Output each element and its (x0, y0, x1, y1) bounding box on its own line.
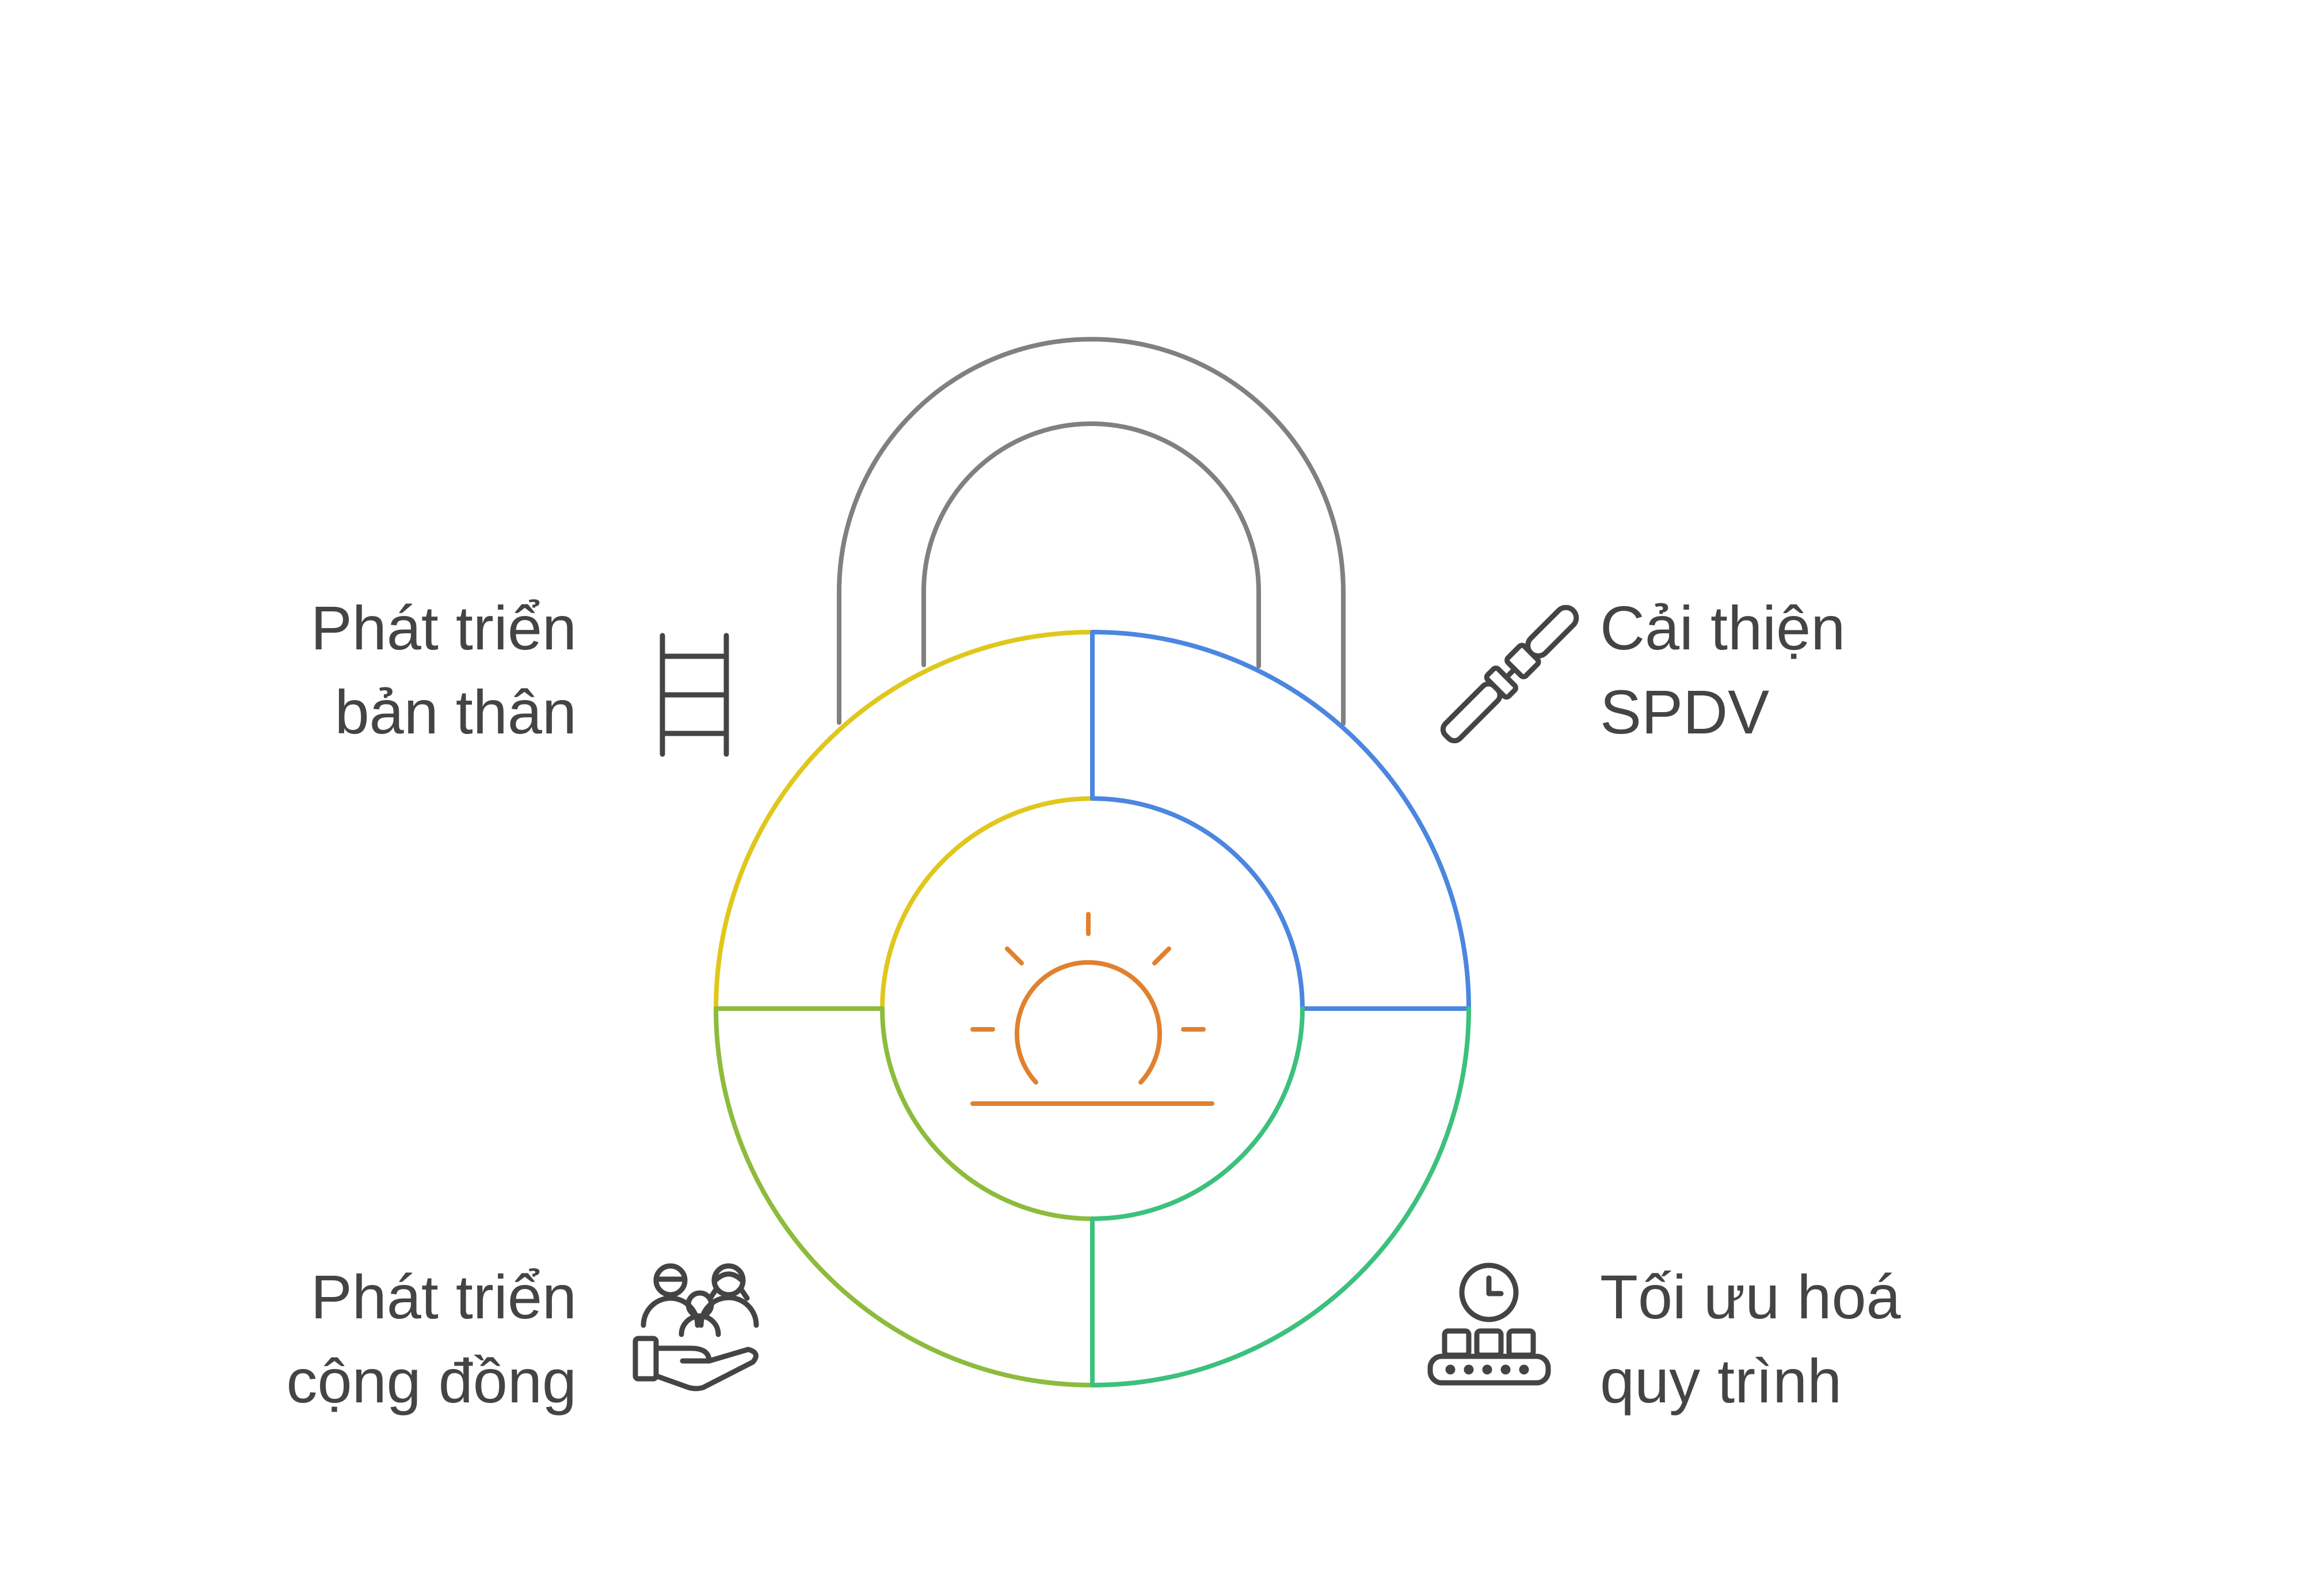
community-hand-icon (633, 1263, 759, 1391)
padlock-shackle-outer (837, 337, 1346, 726)
label-process-optimization-line1: Tối ưu hoá (1600, 1262, 1901, 1332)
quadrant-bottom-left-outer-arc (714, 1006, 1095, 1387)
label-personal-development-line1: Phát triển (310, 593, 577, 663)
quadrant-top-right-outer-arc (1090, 630, 1471, 1011)
quadrant-bottom-left-inner-arc (880, 1006, 1095, 1221)
label-process-optimization-line2: quy trình (1600, 1346, 1842, 1416)
label-personal-development-line2: bản thân (334, 677, 577, 747)
label-improve-products-services: Cải thiện SPDV (1600, 586, 1845, 754)
label-improve-products-services-line1: Cải thiện (1600, 593, 1846, 663)
ladder-icon (660, 633, 729, 757)
label-community-development-line2: cộng đồng (286, 1346, 577, 1416)
label-personal-development: Phát triển bản thân (311, 586, 577, 754)
conveyor-clock-icon (1427, 1262, 1551, 1386)
padlock-shackle-inner (921, 421, 1261, 668)
label-community-development: Phát triển cộng đồng (287, 1255, 577, 1423)
label-improve-products-services-line2: SPDV (1600, 677, 1770, 747)
quadrant-bottom-right-inner-arc (1090, 1006, 1305, 1221)
quadrant-top-left-outer-arc (714, 630, 1095, 1011)
label-process-optimization: Tối ưu hoá quy trình (1600, 1255, 1901, 1423)
label-community-development-line1: Phát triển (310, 1262, 577, 1332)
quadrant-top-right-inner-arc (1090, 796, 1305, 1011)
sunrise-icon (970, 912, 1214, 1106)
quadrant-bottom-right-outer-arc (1090, 1006, 1471, 1387)
screwdriver-icon (1440, 604, 1579, 744)
quadrant-top-left-inner-arc (880, 796, 1095, 1011)
